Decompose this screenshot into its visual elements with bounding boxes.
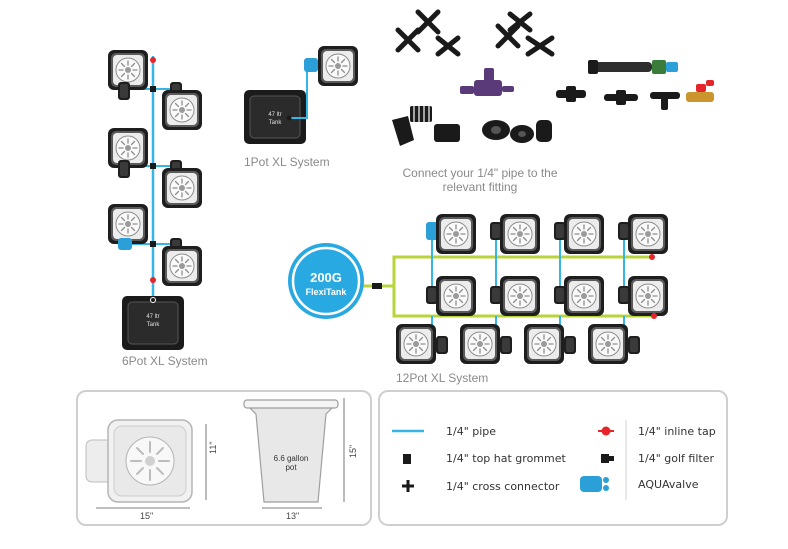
pot-width-label: 15" (140, 511, 154, 521)
six-pot-system (107, 49, 203, 351)
pot-dimension-drawing (85, 398, 345, 509)
cross-connector-legend-icon (402, 480, 414, 492)
cross-connector-icon (395, 9, 555, 57)
twelve-pot-caption: 12Pot XL System (396, 371, 489, 385)
gallon-pot-label-2: pot (285, 463, 297, 472)
one-pot-system (243, 45, 359, 145)
legend-aquavalve-label: AQUAvalve (638, 478, 699, 491)
inline-tap-icon (150, 57, 156, 283)
flexitank-label-1: 200G (310, 270, 342, 285)
top-hat-grommet-icon (482, 120, 552, 143)
twelve-pot-system (288, 213, 669, 365)
dimensions-panel (76, 390, 372, 526)
inline-tap-legend-icon (598, 426, 614, 436)
flexitank-label-2: FlexiTank (306, 287, 348, 297)
gallon-pot-height-label: 15" (348, 444, 358, 458)
gallon-pot-width-label: 13" (286, 511, 300, 521)
fitting-caption-line1: Connect your 1/4" pipe to the (402, 166, 558, 180)
aquavalve-fitting-icon (392, 106, 460, 146)
fitting-caption-line2: relevant fitting (442, 180, 518, 194)
legend-filter-label: 1/4" golf filter (638, 452, 714, 465)
one-pot-caption: 1Pot XL System (244, 155, 330, 169)
aquavalve-legend-icon (580, 476, 609, 492)
legend-pipe-label: 1/4" pipe (446, 425, 497, 438)
top-hat-grommet-legend-icon (403, 454, 411, 464)
golf-filter-legend-icon (601, 454, 614, 463)
legend-icons (392, 420, 627, 500)
fittings-collage (392, 9, 714, 146)
legend-tap-label: 1/4" inline tap (638, 425, 716, 438)
one-pot-tank-label-1: 47 ltr (268, 112, 281, 118)
golf-filter-icon (588, 60, 678, 74)
pot-height-label: 11" (208, 441, 218, 454)
legend-panel (378, 390, 728, 526)
flexitank-badge (288, 243, 364, 319)
brass-tap-icon (686, 80, 714, 102)
six-pot-tank-label-1: 47 ltr (146, 314, 159, 320)
legend-cross-label: 1/4" cross connector (446, 480, 560, 493)
gallon-pot-label-1: 6.6 gallon (273, 454, 309, 463)
one-pot-tank-label-2: Tank (269, 120, 283, 126)
six-pot-tank-label-2: Tank (147, 322, 161, 328)
purple-valve-icon (460, 68, 514, 96)
legend-grommet-label: 1/4" top hat grommet (446, 452, 566, 465)
six-pot-caption: 6Pot XL System (122, 354, 208, 368)
